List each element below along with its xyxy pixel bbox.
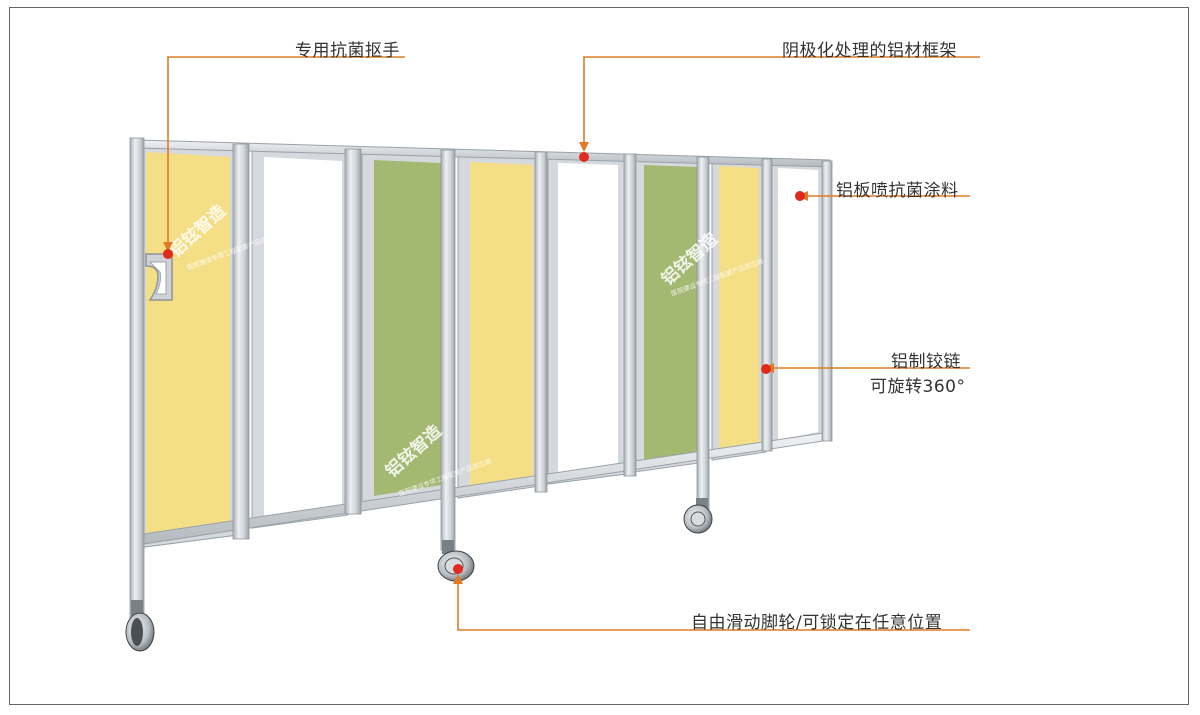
callout-coating-label: 铝板喷抗菌涂料 (836, 181, 959, 201)
callout-lines (167, 56, 980, 631)
marker-dot-hinge (761, 364, 771, 374)
panel-6 (633, 154, 707, 473)
panel-7 (711, 157, 767, 461)
panel-8 (769, 160, 827, 449)
marker-dot-coating (795, 191, 805, 201)
marker-dot-handle (163, 249, 173, 259)
border-frame (9, 7, 1189, 705)
marker-dot-caster (453, 564, 463, 574)
screen-panels (136, 141, 827, 549)
panel-4 (457, 151, 541, 499)
panel-5 (547, 152, 627, 485)
panel-1 (136, 141, 239, 549)
callout-hinge-label-2: 可旋转360° (870, 377, 966, 397)
callout-hinge-label-1: 铝制铰链 (891, 352, 961, 372)
callout-markers (163, 152, 805, 574)
callout-handle-label: 专用抗菌抠手 (295, 41, 400, 61)
marker-dot-frame (579, 152, 589, 162)
callout-frame-label: 阴极化处理的铝材框架 (782, 41, 957, 61)
panel-2 (251, 147, 349, 529)
caster-wheel-left (125, 600, 155, 652)
hinge-posts (129, 137, 833, 624)
caster-wheel-middle (437, 540, 475, 582)
caster-wheel-right (683, 498, 713, 534)
panel-3 (361, 149, 449, 509)
callout-caster-label: 自由滑动脚轮/可锁定在任意位置 (691, 613, 943, 633)
